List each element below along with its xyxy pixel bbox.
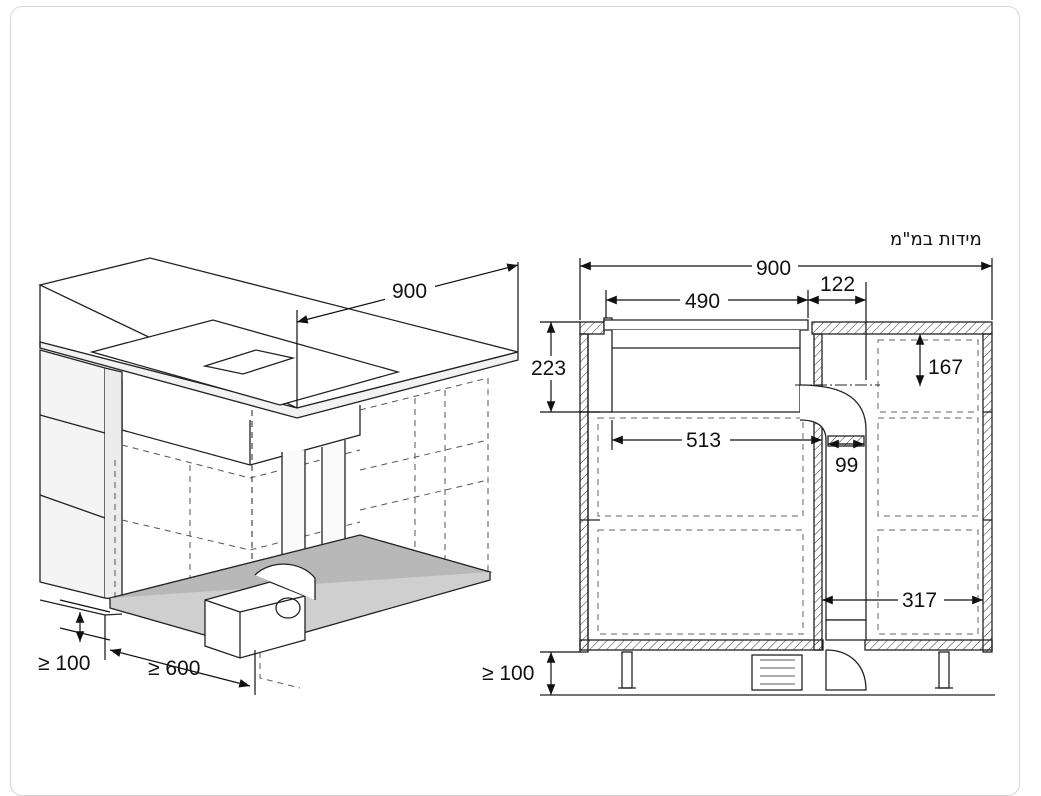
- front-legs: [618, 651, 953, 689]
- front-hob-body: [603, 319, 809, 413]
- units-note: מידות במ"מ: [890, 229, 982, 250]
- cabinet-front: [39, 349, 123, 616]
- duct-width-label: 99: [835, 454, 858, 477]
- offset-label: 122: [820, 273, 855, 296]
- front-floor-gap-label: ≥ 100: [482, 662, 534, 685]
- perspective-floor-gap-label: ≥ 100: [38, 652, 90, 675]
- total-width-label-bg: [752, 255, 798, 279]
- front-countertop: [579, 317, 993, 335]
- duct-depth-label: 167: [928, 356, 963, 379]
- hob-glass: [89, 319, 401, 406]
- front-view: [540, 258, 995, 696]
- total-width-label: 900: [756, 257, 791, 280]
- duct-distance-label-bg: [898, 588, 944, 612]
- perspective-depth-label: ≥ 600: [148, 657, 200, 680]
- width-label-bg: [385, 276, 435, 304]
- perspective-view: [38, 257, 519, 695]
- module-width-label-bg: [682, 428, 730, 452]
- hob-width-label-bg: [680, 289, 728, 313]
- module-width-label: 513: [686, 429, 721, 452]
- front-right-cabinet: [864, 333, 993, 653]
- hob-height-label-bg: [528, 356, 574, 380]
- hob-width-label: 490: [685, 290, 720, 313]
- perspective-width-label: 900: [392, 280, 427, 303]
- hob-height-label: 223: [531, 357, 566, 380]
- front-divider: [813, 333, 823, 651]
- front-drawers-dashed: [597, 339, 979, 635]
- fan-module: [204, 563, 316, 659]
- duct-distance-label: 317: [902, 589, 937, 612]
- installation-diagram: 900 ≥ 100 ≥ 600: [38, 229, 995, 696]
